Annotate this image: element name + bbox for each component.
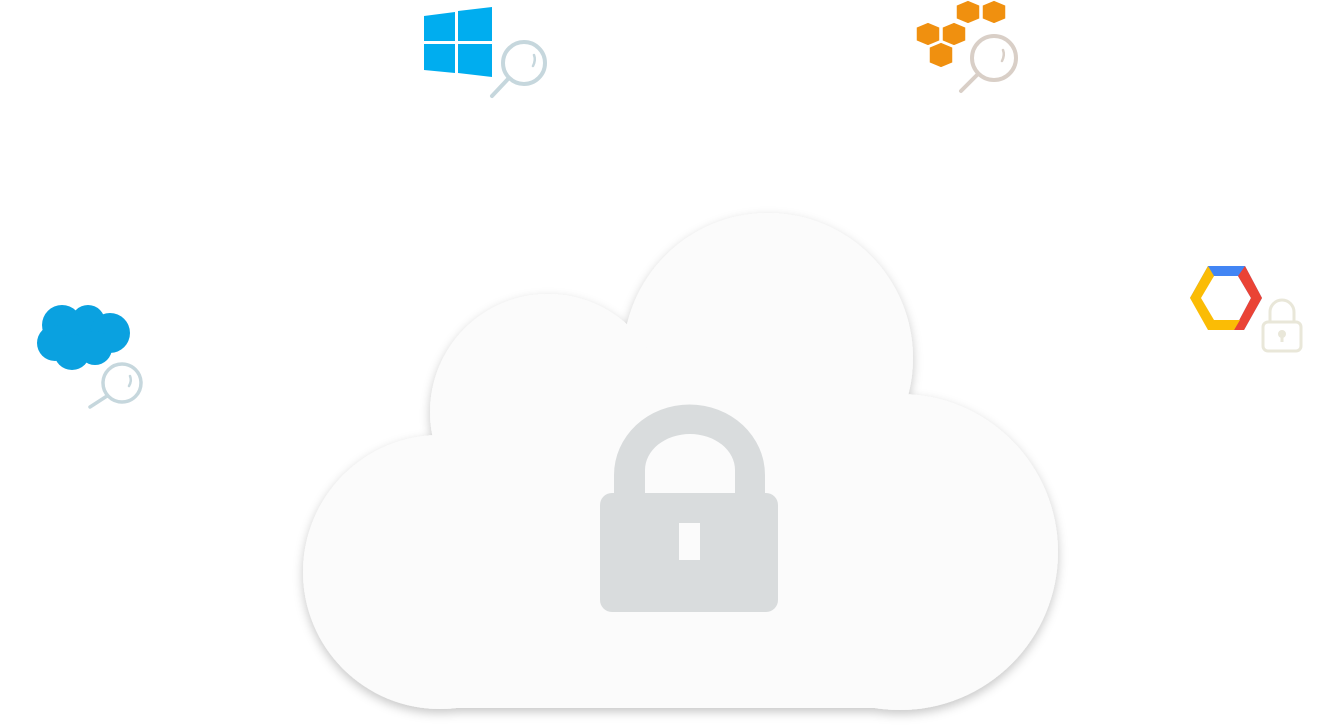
cloud-icon: [303, 213, 1058, 710]
search-icon: [88, 362, 143, 409]
lock-icon: [600, 404, 778, 612]
keyhole-icon: [679, 523, 700, 560]
search-icon: [959, 34, 1018, 93]
salesforce-cloud-icon: [37, 305, 130, 370]
gcp-hexagon-icon: [1190, 266, 1262, 330]
windows-logo-icon: [424, 7, 492, 77]
lock-icon: [1261, 298, 1303, 353]
search-icon: [490, 40, 547, 98]
aws-cubes-icon: [915, 0, 1007, 69]
